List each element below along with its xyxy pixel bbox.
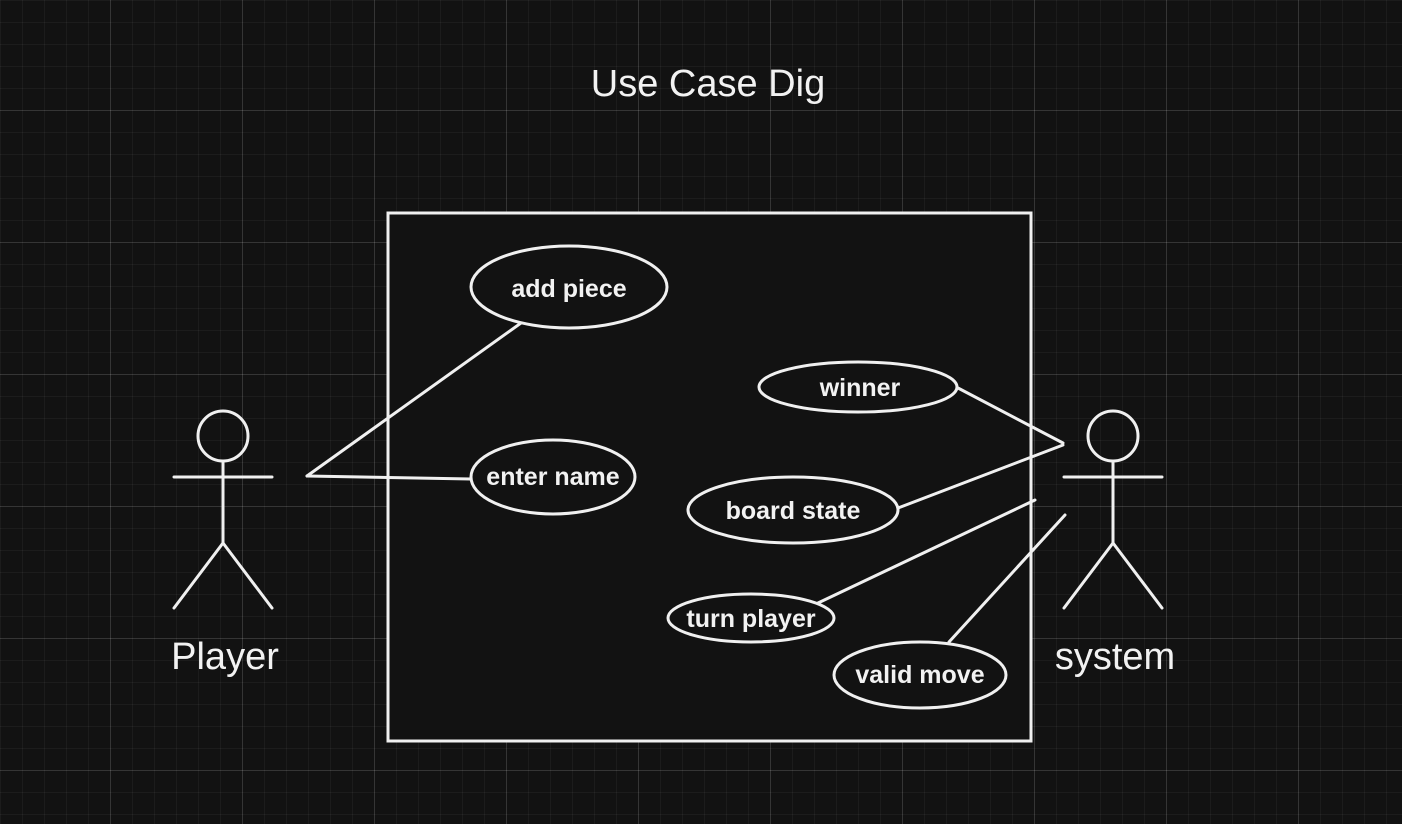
use-case-ellipse [832, 640, 1008, 710]
diagram-title: Use Case Dig [591, 63, 825, 105]
association-system-board-state [896, 443, 1065, 510]
use-case-board-state: board state [686, 475, 900, 545]
use-case-turn-player: turn player [666, 592, 836, 644]
use-case-enter-name: enter name [469, 438, 637, 516]
use-case-ellipse [757, 360, 959, 414]
stick-figure-icon [172, 409, 274, 610]
use-case-valid-move: valid move [832, 640, 1008, 710]
use-case-ellipse [686, 475, 900, 545]
use-case-ellipse [469, 438, 637, 516]
use-case-label: turn player [686, 605, 815, 633]
use-case-add-piece: add piece [469, 244, 669, 330]
actor-player: Player [171, 409, 279, 678]
use-case-ellipse [469, 244, 669, 330]
association-system-winner [956, 386, 1065, 445]
associations [305, 321, 1067, 644]
use-case-label: winner [819, 374, 901, 402]
use-case-winner: winner [757, 360, 959, 414]
use-case-ellipse [666, 592, 836, 644]
actor-label: Player [171, 636, 279, 678]
association-player-enter-name [305, 474, 473, 481]
association-system-turn-player [816, 498, 1037, 605]
use-case-label: enter name [486, 463, 619, 491]
use-case-label: board state [726, 497, 861, 525]
association-player-add-piece [305, 321, 523, 478]
association-system-valid-move [947, 513, 1067, 644]
stick-figure-icon [1062, 409, 1164, 610]
use-case-label: add piece [511, 275, 626, 303]
use-case-label: valid move [855, 661, 984, 689]
actor-label: system [1055, 636, 1175, 678]
actor-system: system [1055, 409, 1175, 678]
